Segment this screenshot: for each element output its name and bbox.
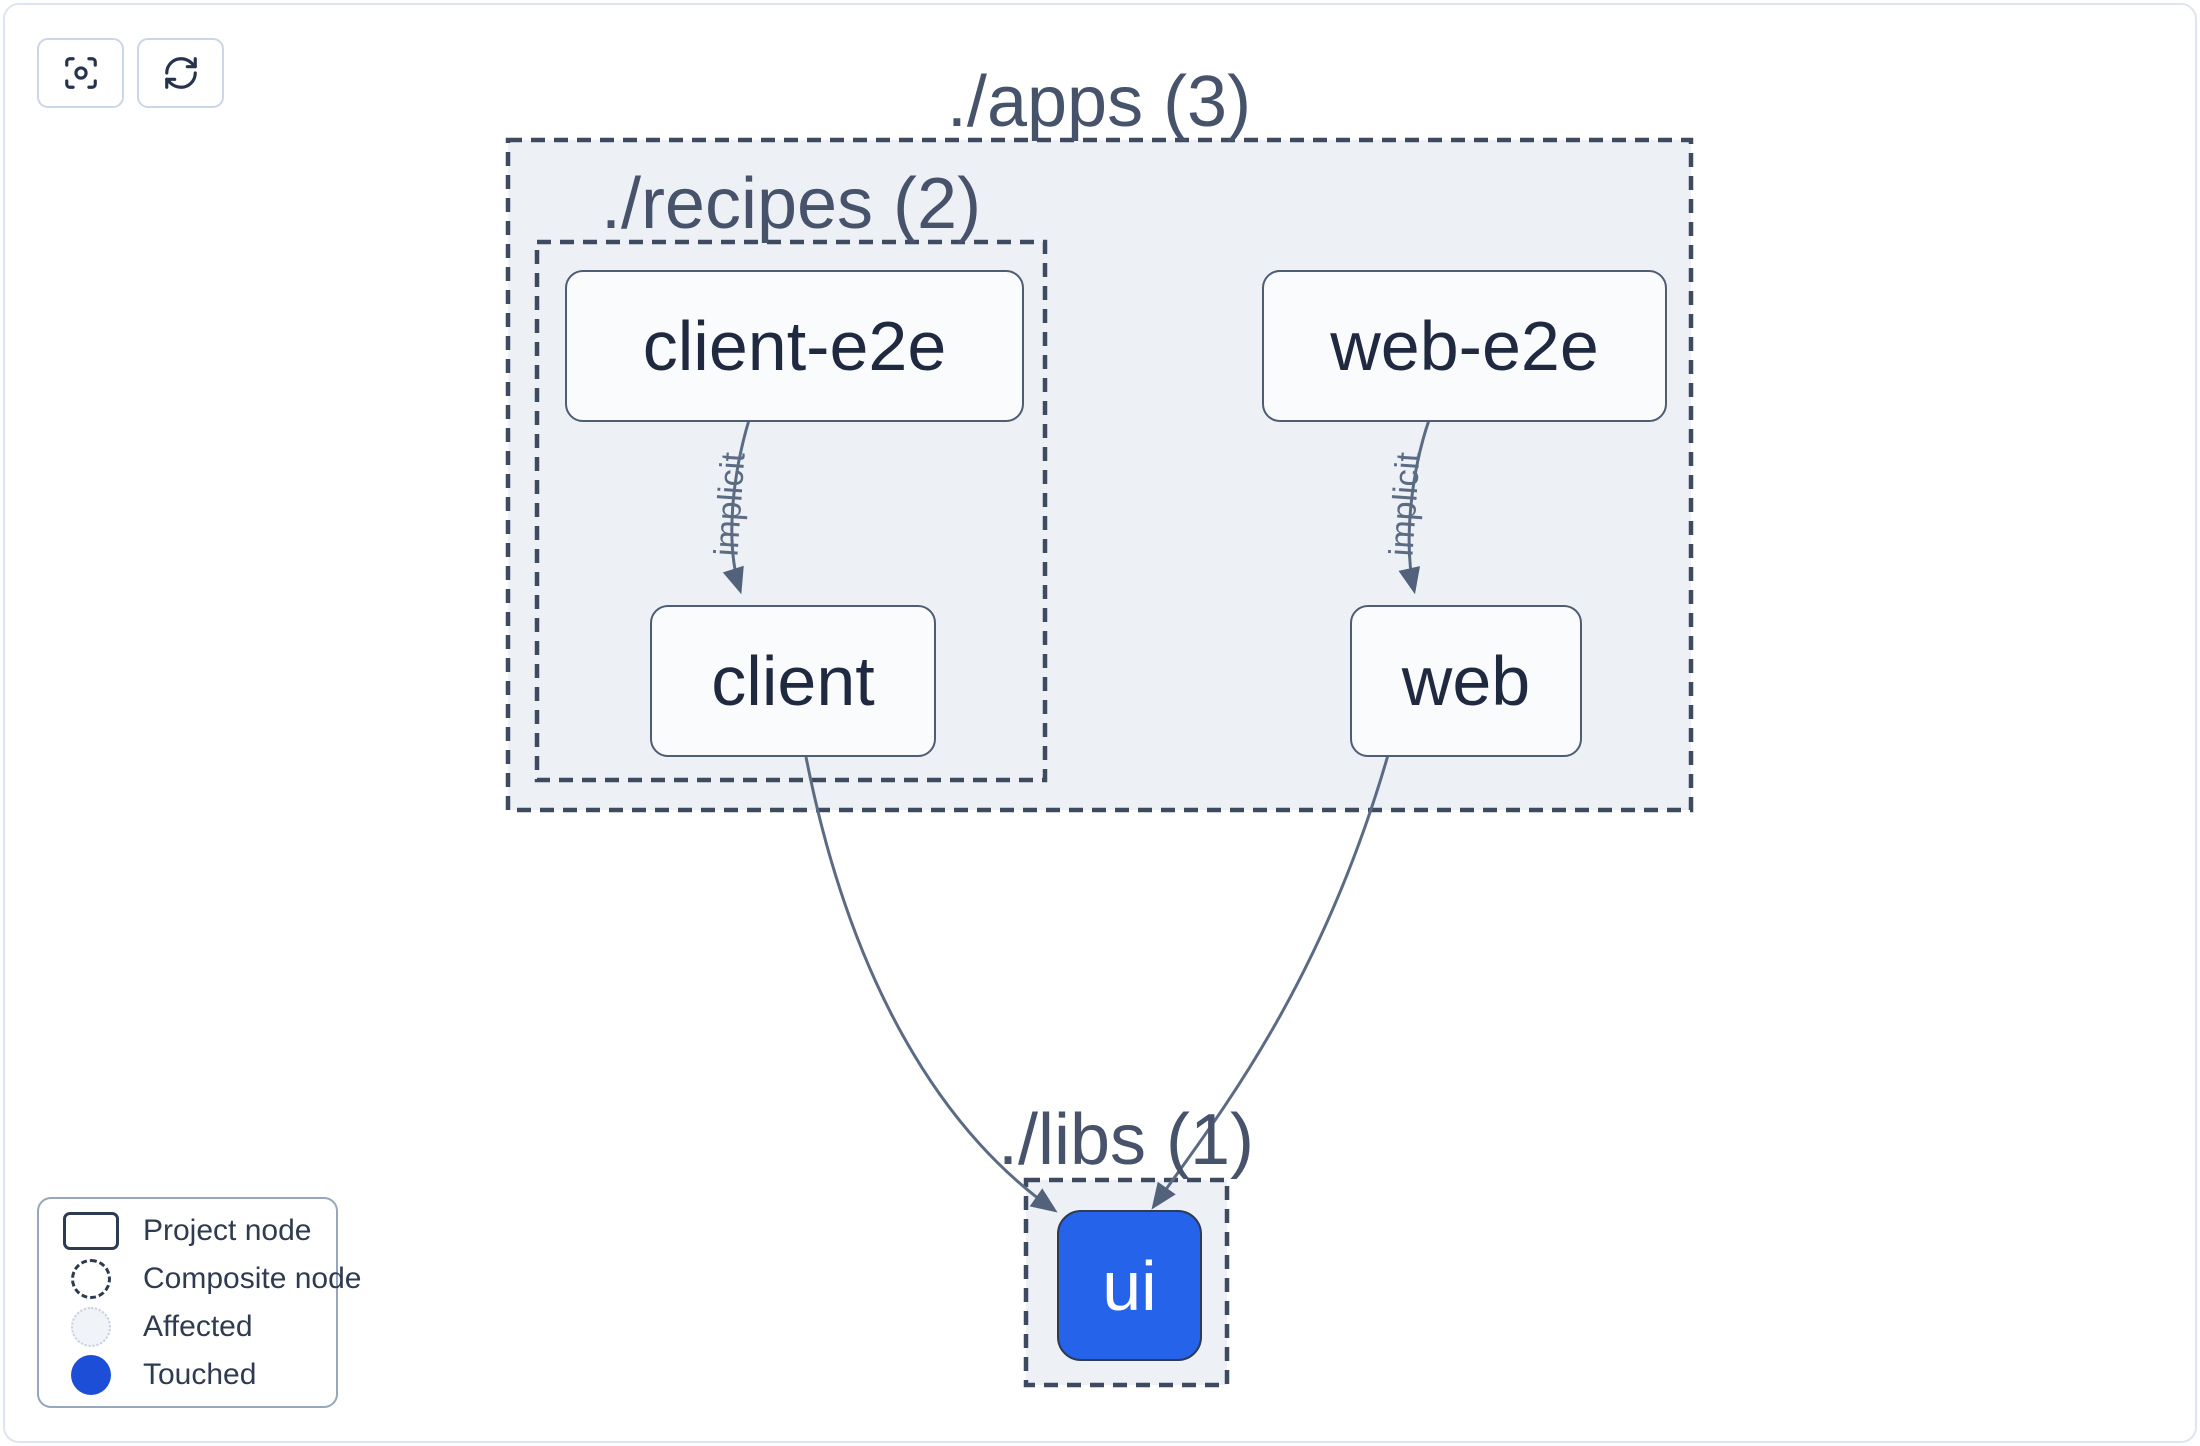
refresh-icon <box>164 57 197 89</box>
legend-item-composite-node: Composite node <box>39 1255 361 1303</box>
node-web-e2e-label: web-e2e <box>1330 307 1599 385</box>
node-client[interactable]: client <box>650 605 936 757</box>
group-apps-label: ./apps (3) <box>946 62 1252 142</box>
node-web-e2e[interactable]: web-e2e <box>1262 270 1667 422</box>
legend-item-project-node: Project node <box>39 1207 336 1255</box>
legend-item-touched: Touched <box>39 1351 336 1399</box>
legend-label: Touched <box>143 1357 257 1391</box>
legend-label: Affected <box>143 1309 253 1343</box>
legend-label: Project node <box>143 1213 312 1247</box>
legend-label: Composite node <box>143 1261 362 1295</box>
legend-item-affected: Affected <box>39 1303 336 1351</box>
group-libs-label: ./libs (1) <box>997 1100 1255 1180</box>
legend: Project node Composite node Affected Tou… <box>37 1197 361 1408</box>
node-web-label: web <box>1401 642 1531 720</box>
affected-swatch <box>71 1306 111 1347</box>
focus-button[interactable] <box>37 38 124 108</box>
node-client-e2e[interactable]: client-e2e <box>565 270 1024 422</box>
node-ui-label: ui <box>1102 1246 1157 1325</box>
node-web[interactable]: web <box>1350 605 1582 757</box>
touched-swatch <box>71 1354 111 1395</box>
project-node-swatch <box>63 1211 119 1250</box>
focus-icon <box>64 57 97 89</box>
group-recipes-label: ./recipes (2) <box>600 164 982 244</box>
node-client-label: client <box>711 642 875 720</box>
composite-node-swatch <box>71 1258 111 1299</box>
node-client-e2e-label: client-e2e <box>642 307 947 385</box>
refresh-button[interactable] <box>137 38 224 108</box>
node-ui-touched[interactable]: ui <box>1057 1210 1202 1361</box>
